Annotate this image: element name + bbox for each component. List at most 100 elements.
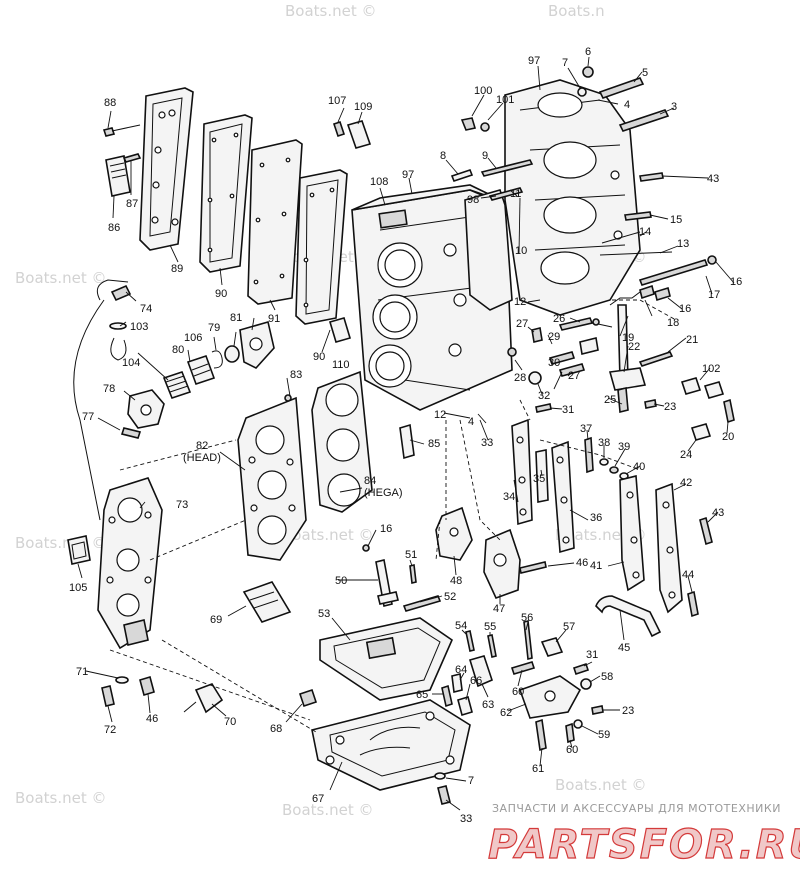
fitting-59 [573, 719, 583, 729]
part-39 [609, 466, 619, 474]
bolt-52 [402, 595, 442, 612]
callout: 90 [313, 351, 325, 363]
callout: 9 [482, 150, 488, 162]
screw-31-bottom [572, 662, 590, 676]
bolt-25 [617, 386, 629, 414]
part-37 [584, 436, 594, 474]
screw-31 [535, 403, 552, 413]
callout: 88 [104, 97, 116, 109]
callout: 46 [146, 713, 158, 725]
callout: 38 [598, 437, 610, 449]
callout: 24 [680, 449, 692, 461]
callout-numbers: 88 86 87 89 90 91 90 110 107 109 108 97 … [69, 46, 742, 825]
pin-26 [558, 317, 594, 331]
callout: 89 [171, 263, 183, 275]
callout: 61 [532, 763, 544, 775]
watermark: Boats.n [548, 2, 605, 20]
fitting-29 [579, 337, 599, 355]
callout: 12 [434, 409, 446, 421]
callout: 101 [496, 94, 514, 106]
exhaust-plate-91 [247, 139, 303, 305]
callout: 109 [354, 101, 372, 113]
washer-7 [577, 87, 587, 97]
callout: 97 [528, 55, 540, 67]
sleeve-109 [346, 120, 372, 149]
sender-70 [183, 683, 224, 714]
callout: 20 [722, 431, 734, 443]
callout: 13 [677, 238, 689, 250]
callout: 16 [730, 276, 742, 288]
stud-9 [480, 159, 534, 177]
nut-101 [480, 122, 490, 132]
callout: 47 [493, 603, 505, 615]
bolt-3 [618, 109, 670, 132]
callout: 35 [533, 473, 545, 485]
head-gasket-84 [311, 370, 373, 513]
callout: 43 [712, 507, 724, 519]
stud-98 [488, 187, 524, 201]
watermark: Boats.net © [555, 776, 647, 794]
seal-79 [224, 345, 240, 363]
pin-2 [592, 318, 600, 326]
bolt-100 [460, 117, 477, 131]
callout: 33 [481, 437, 493, 449]
callout: 106 [184, 332, 202, 344]
callout: 81 [230, 312, 242, 324]
plate-36 [551, 440, 575, 554]
callout: 104 [122, 357, 140, 369]
callout: 107 [328, 95, 346, 107]
cover-57 [540, 637, 564, 657]
callout: 18 [667, 317, 679, 329]
bracket-62 [518, 675, 582, 719]
callout: 70 [224, 716, 236, 728]
callout: 102 [702, 363, 720, 375]
watermark: Boats.net © [15, 789, 107, 807]
callout: 58 [601, 671, 613, 683]
spring-104 [162, 371, 192, 399]
cover-48 [435, 506, 473, 561]
callout: 110 [332, 359, 350, 371]
callout: (HEAD) [183, 452, 221, 464]
callout: 73 [176, 499, 188, 511]
bolt-77 [120, 427, 142, 439]
cover-73 [97, 477, 163, 650]
plate-86 [105, 155, 131, 197]
callout: 69 [210, 614, 222, 626]
crankcase-97 [504, 79, 641, 316]
callout: 64 [455, 664, 467, 676]
fitting-18 [654, 286, 671, 302]
callout: 108 [370, 176, 388, 188]
callout: 41 [590, 560, 602, 572]
callout: 3 [671, 101, 677, 113]
plate-34 [511, 418, 533, 526]
callout: 87 [126, 198, 138, 210]
washer-71 [115, 676, 129, 684]
brand-logo: PARTSFOR.RU [488, 822, 800, 868]
callout: 26 [553, 313, 565, 325]
housing-81 [239, 320, 275, 369]
gasket-90-left [199, 114, 253, 273]
fitting-60a [510, 661, 536, 675]
callout: 68 [270, 723, 282, 735]
nut-32 [528, 371, 542, 385]
callout: 65 [416, 689, 428, 701]
callout: 72 [104, 724, 116, 736]
callout: 31 [586, 649, 598, 661]
callout: 74 [140, 303, 152, 315]
bracket-22 [608, 367, 647, 391]
brand-subtitle: ЗАПЧАСТИ И АКСЕССУАРЫ ДЛЯ МОТОТЕХНИКИ [492, 802, 781, 815]
callout: 7 [468, 775, 474, 787]
bolt-56 [523, 620, 533, 660]
plug-68 [298, 688, 318, 708]
callout: 84 [364, 475, 376, 487]
callout: 79 [208, 322, 220, 334]
watermark: Boats.net © [285, 2, 377, 20]
plug-83 [284, 394, 292, 402]
callout: 4 [468, 416, 474, 428]
callout: 17 [708, 289, 720, 301]
hose-45 [595, 595, 662, 638]
callout: 44 [682, 569, 694, 581]
oil-pan-67 [311, 699, 471, 791]
